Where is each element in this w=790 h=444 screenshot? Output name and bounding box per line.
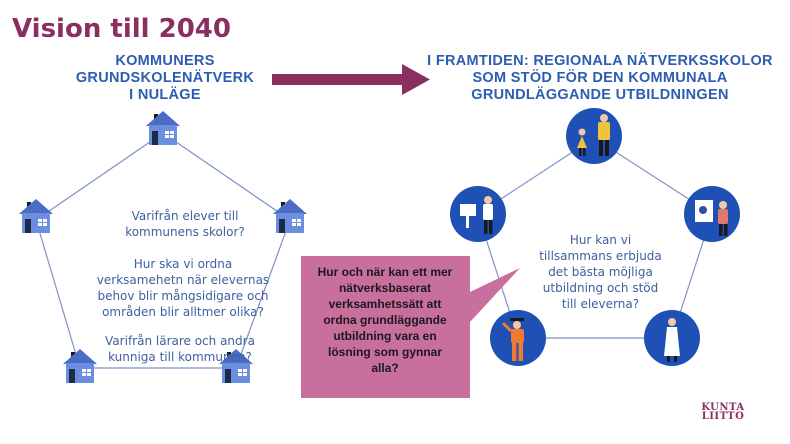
transition-arrow	[272, 64, 430, 95]
callout-box	[301, 256, 520, 398]
logo-line-1: KUNTA	[701, 402, 745, 413]
teacher-board-icon	[450, 186, 506, 242]
question-together: Hur kan vi tillsammans erbjuda det bästa…	[539, 233, 662, 311]
graduate-student-icon	[490, 310, 546, 366]
question-organize: Hur ska vi ordna verksamehetn när elever…	[96, 257, 270, 319]
kuntaliitto-logo: KUNTA LIITTO	[693, 402, 753, 422]
house-icon	[145, 110, 181, 146]
left-network-lines	[35, 132, 291, 369]
question-students: Varifrån elever till kommunens skolor?	[125, 209, 245, 239]
house-icon	[18, 198, 54, 234]
logo-line-2: LIITTO	[701, 411, 745, 422]
page-title: Vision till 2040	[12, 14, 231, 44]
question-teachers: Varifrån lärare och andra kunniga till k…	[105, 334, 255, 364]
callout-text: Hur och när kan ett mer nätverksbaserat …	[317, 265, 453, 375]
current-network-heading: KOMMUNERS GRUNDSKOLENÄTVERK I NULÄGE	[75, 53, 255, 103]
presenter-screen-icon	[684, 186, 740, 242]
family-people-icon	[566, 108, 622, 164]
scientist-icon	[644, 310, 700, 366]
future-network-heading: I FRAMTIDEN: REGIONALA NÄTVERKSSKOLOR SO…	[427, 53, 773, 103]
